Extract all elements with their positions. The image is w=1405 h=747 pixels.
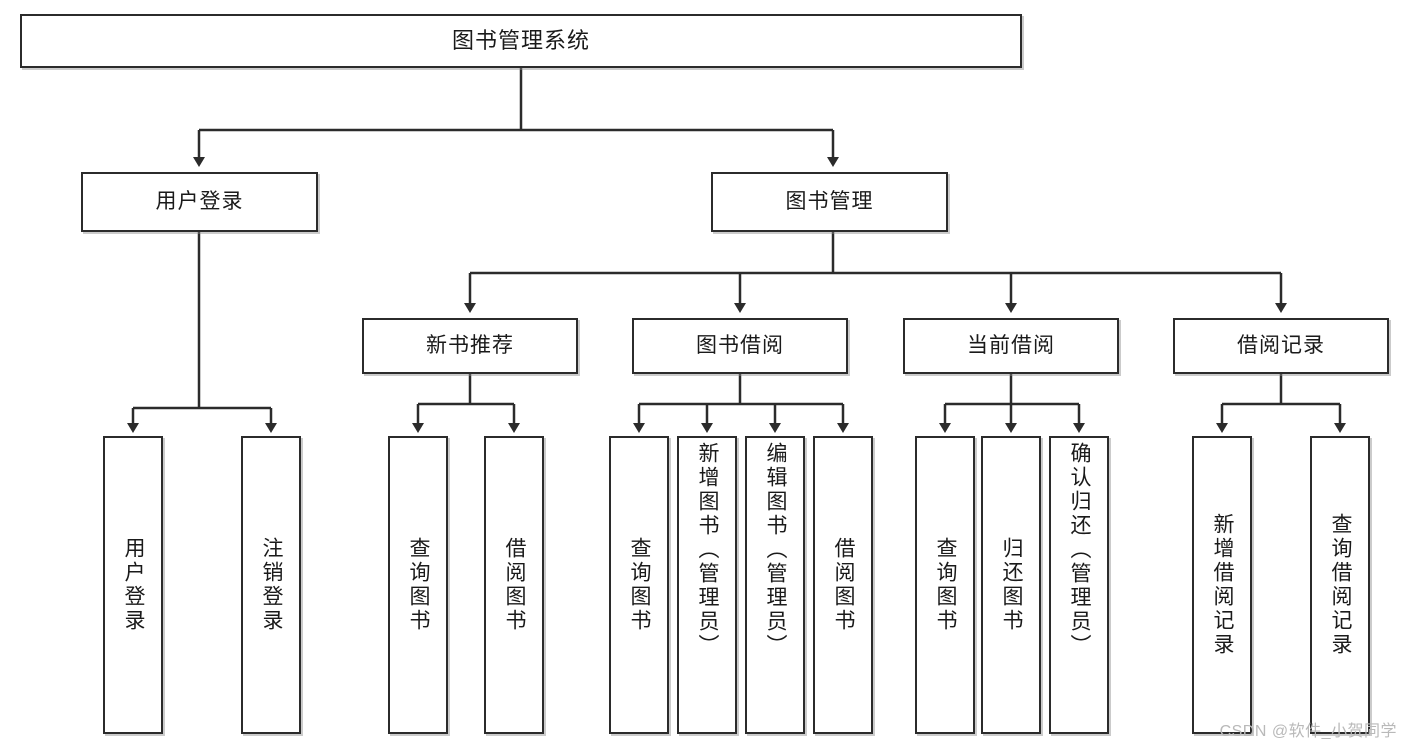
node-book-management[interactable]: 图书管理 [711,172,948,232]
node-label: 查询图书 [628,537,651,633]
node-label: 编辑图书（管理员） [764,442,787,658]
leaf-return-book[interactable]: 归还图书 [981,436,1041,734]
node-current-borrow[interactable]: 当前借阅 [903,318,1119,374]
leaf-add-borrow-record[interactable]: 新增借阅记录 [1192,436,1252,734]
leaf-query-book-borrow[interactable]: 查询图书 [609,436,669,734]
node-borrow-record[interactable]: 借阅记录 [1173,318,1389,374]
node-root-system[interactable]: 图书管理系统 [20,14,1022,68]
node-label: 查询图书 [407,537,430,633]
leaf-logout-login[interactable]: 注销登录 [241,436,301,734]
node-label: 当前借阅 [967,334,1055,358]
leaf-query-borrow-record[interactable]: 查询借阅记录 [1310,436,1370,734]
node-label: 查询图书 [934,537,957,633]
node-label: 查询借阅记录 [1329,513,1352,657]
node-label: 借阅图书 [832,537,855,633]
leaf-add-book-admin[interactable]: 新增图书（管理员） [677,436,737,734]
node-label: 借阅记录 [1237,334,1325,358]
leaf-user-login[interactable]: 用户登录 [103,436,163,734]
node-label: 借阅图书 [503,537,526,633]
leaf-query-book-current[interactable]: 查询图书 [915,436,975,734]
leaf-borrow-book-recommend[interactable]: 借阅图书 [484,436,544,734]
node-label: 用户登录 [122,537,145,633]
leaf-borrow-book[interactable]: 借阅图书 [813,436,873,734]
node-label: 归还图书 [1000,537,1023,633]
node-label: 用户登录 [155,190,244,214]
watermark-text: CSDN @软件_小贺同学 [1219,723,1397,740]
leaf-query-book-recommend[interactable]: 查询图书 [388,436,448,734]
node-label: 新书推荐 [426,334,514,358]
node-new-book-recommend[interactable]: 新书推荐 [362,318,578,374]
node-user-login[interactable]: 用户登录 [81,172,318,232]
node-label: 新增图书（管理员） [696,442,719,658]
leaf-edit-book-admin[interactable]: 编辑图书（管理员） [745,436,805,734]
node-book-borrow[interactable]: 图书借阅 [632,318,848,374]
node-label: 确认归还（管理员） [1068,442,1091,658]
node-label: 新增借阅记录 [1211,513,1234,657]
node-label: 注销登录 [260,537,283,633]
node-label: 图书借阅 [696,334,784,358]
leaf-confirm-return-admin[interactable]: 确认归还（管理员） [1049,436,1109,734]
node-label: 图书管理 [785,190,874,214]
node-label: 图书管理系统 [451,27,590,53]
